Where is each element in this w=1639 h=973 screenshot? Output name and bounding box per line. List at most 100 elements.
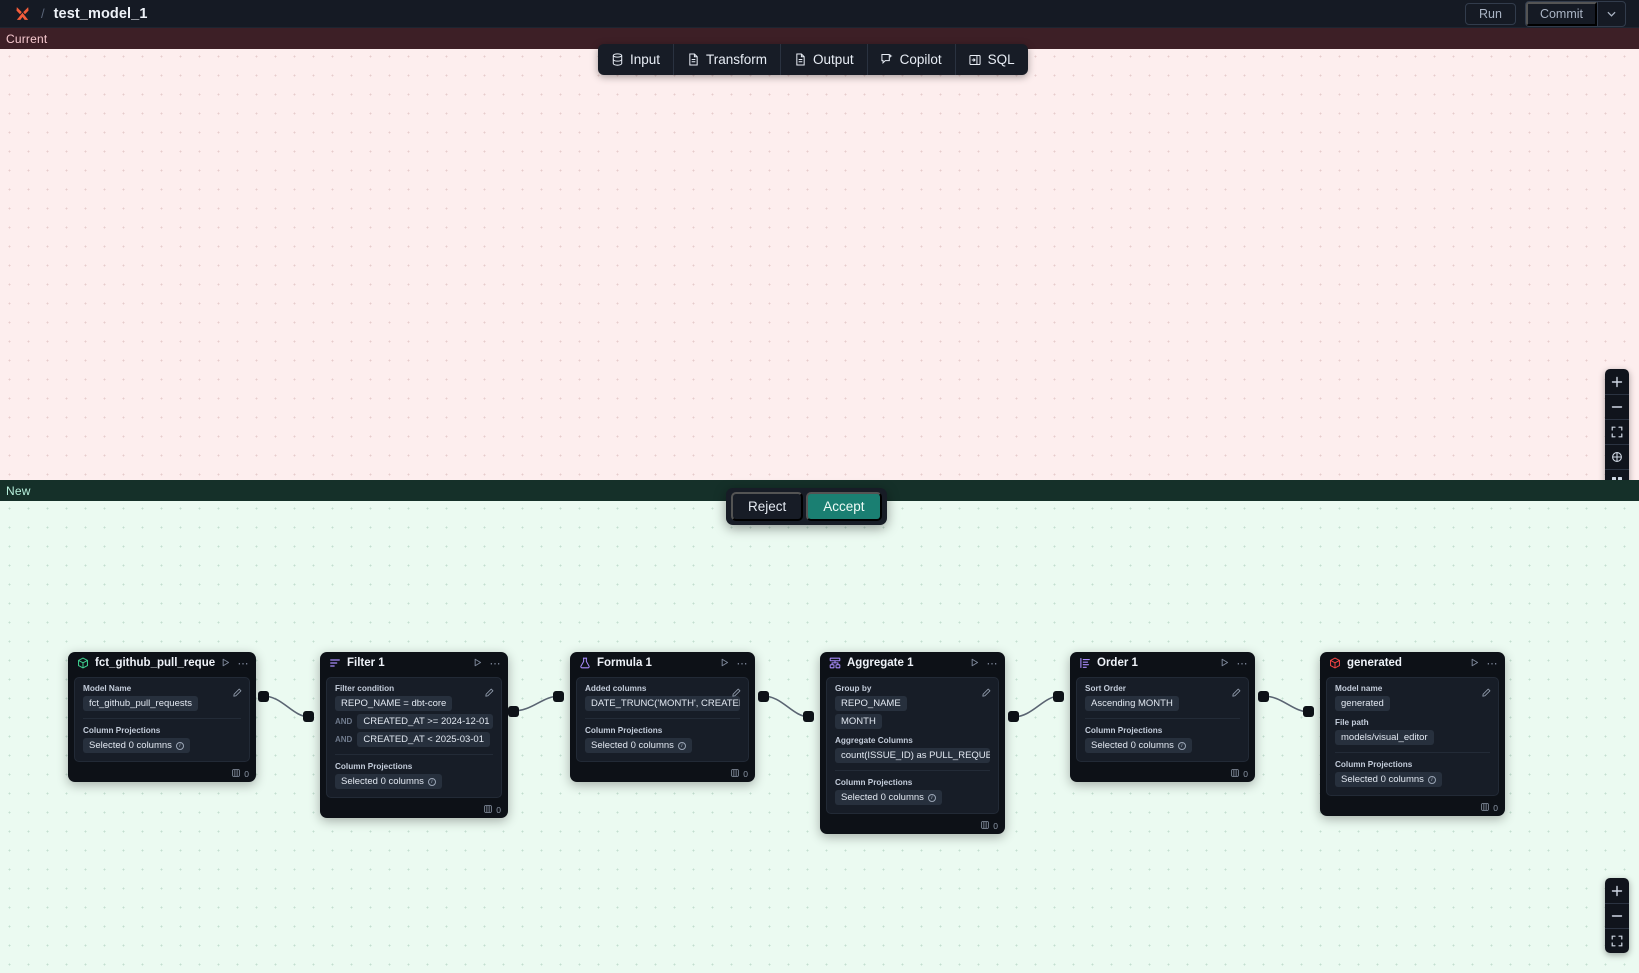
x-logo-icon[interactable] — [13, 5, 31, 23]
value-pill[interactable]: CREATED_AT >= 2024-12-01 — [357, 714, 493, 729]
value-pill[interactable]: count(ISSUE_ID) as PULL_REQUEST_… — [835, 748, 990, 763]
edit-pencil-icon[interactable] — [1482, 684, 1491, 702]
edit-pencil-icon[interactable] — [1232, 684, 1241, 702]
current-canvas[interactable] — [0, 28, 1639, 480]
commit-button-group: Commit — [1524, 0, 1626, 27]
run-node-icon[interactable] — [473, 658, 482, 669]
node-menu-icon[interactable]: ⋯ — [986, 657, 998, 670]
node-menu-icon[interactable]: ⋯ — [237, 657, 249, 670]
grid-icon[interactable] — [1605, 469, 1629, 480]
run-button[interactable]: Run — [1465, 2, 1516, 25]
database-icon — [611, 53, 624, 67]
node-header[interactable]: generated⋯ — [1320, 652, 1505, 674]
commit-button[interactable]: Commit — [1525, 1, 1597, 26]
port-in[interactable] — [803, 711, 814, 722]
pill-text: models/visual_editor — [1341, 732, 1428, 743]
value-pill[interactable]: Ascending MONTH — [1085, 696, 1179, 711]
info-icon[interactable]: i — [427, 777, 436, 786]
columns-icon — [1231, 769, 1240, 779]
run-node-icon[interactable] — [970, 658, 979, 669]
value-pill[interactable]: MONTH — [835, 714, 882, 729]
chevron-down-icon[interactable] — [1597, 1, 1625, 26]
port-out[interactable] — [508, 706, 519, 717]
document-icon — [794, 53, 807, 67]
value-pill[interactable]: CREATED_AT < 2025-03-01 — [357, 732, 491, 747]
info-icon[interactable]: i — [175, 741, 184, 750]
field-label: Column Projections — [835, 778, 913, 787]
run-node-icon[interactable] — [1220, 658, 1229, 669]
info-icon[interactable]: i — [1427, 775, 1436, 784]
node-menu-icon[interactable]: ⋯ — [489, 657, 501, 670]
minus-icon[interactable] — [1605, 903, 1629, 928]
node-header[interactable]: fct_github_pull_requests⋯ — [68, 652, 256, 674]
port-in[interactable] — [553, 691, 564, 702]
reject-button[interactable]: Reject — [731, 492, 804, 521]
pill-text: count(ISSUE_ID) as PULL_REQUEST_… — [841, 750, 990, 761]
edit-pencil-icon[interactable] — [982, 684, 991, 702]
value-pill[interactable]: models/visual_editor — [1335, 730, 1434, 745]
condition-row: AND CREATED_AT < 2025-03-01 — [335, 732, 493, 747]
copilot-sparkle-icon — [881, 53, 894, 67]
plus-icon[interactable] — [1605, 878, 1629, 903]
filter-icon — [329, 657, 341, 669]
toolbar-item-transform[interactable]: Transform — [673, 44, 780, 75]
toolbar-item-output[interactable]: Output — [780, 44, 867, 75]
columns-icon — [1481, 803, 1490, 813]
port-in[interactable] — [303, 711, 314, 722]
value-pill[interactable]: DATE_TRUNC('MONTH', CREATED_AT… — [585, 696, 740, 711]
port-out[interactable] — [258, 691, 269, 702]
toolbar-item-input[interactable]: Input — [598, 44, 673, 75]
node-header[interactable]: Filter 1⋯ — [320, 652, 508, 674]
accept-button[interactable]: Accept — [806, 492, 882, 521]
locate-target-icon[interactable] — [1605, 444, 1629, 469]
edit-pencil-icon[interactable] — [485, 684, 494, 702]
toolbar-item-sql[interactable]: SQL — [954, 44, 1028, 75]
toolbar-item-copilot[interactable]: Copilot — [866, 44, 955, 75]
edit-pencil-icon[interactable] — [233, 684, 242, 702]
value-pill[interactable]: REPO_NAME = dbt-core — [335, 696, 453, 711]
condition-conjunction: AND — [335, 735, 353, 744]
node-menu-icon[interactable]: ⋯ — [1236, 657, 1248, 670]
port-out[interactable] — [758, 691, 769, 702]
fit-screen-icon[interactable] — [1605, 928, 1629, 953]
run-node-icon[interactable] — [1470, 658, 1479, 669]
run-node-icon[interactable] — [221, 658, 230, 669]
plus-icon[interactable] — [1605, 369, 1629, 394]
field-label: Column Projections — [335, 762, 413, 771]
port-out[interactable] — [1258, 691, 1269, 702]
divider — [1085, 718, 1240, 719]
info-icon[interactable]: i — [1177, 741, 1186, 750]
port-out[interactable] — [1008, 711, 1019, 722]
port-in[interactable] — [1303, 706, 1314, 717]
port-in[interactable] — [1053, 691, 1064, 702]
value-pill[interactable]: REPO_NAME — [835, 696, 907, 711]
node-menu-icon[interactable]: ⋯ — [736, 657, 748, 670]
node-header[interactable]: Order 1⋯ — [1070, 652, 1255, 674]
node-source[interactable]: fct_github_pull_requests⋯Model Namefct_g… — [68, 652, 256, 782]
info-icon[interactable]: i — [927, 793, 936, 802]
node-menu-icon[interactable]: ⋯ — [1486, 657, 1498, 670]
info-icon[interactable]: i — [677, 741, 686, 750]
value-pill[interactable]: generated — [1335, 696, 1390, 711]
edit-pencil-icon[interactable] — [732, 684, 741, 702]
fit-screen-icon[interactable] — [1605, 419, 1629, 444]
minus-icon[interactable] — [1605, 394, 1629, 419]
node-footer: 0 — [1320, 800, 1505, 816]
node-header[interactable]: Formula 1⋯ — [570, 652, 755, 674]
value-pill[interactable]: fct_github_pull_requests — [83, 696, 198, 711]
run-node-icon[interactable] — [720, 658, 729, 669]
node-header[interactable]: Aggregate 1⋯ — [820, 652, 1005, 674]
